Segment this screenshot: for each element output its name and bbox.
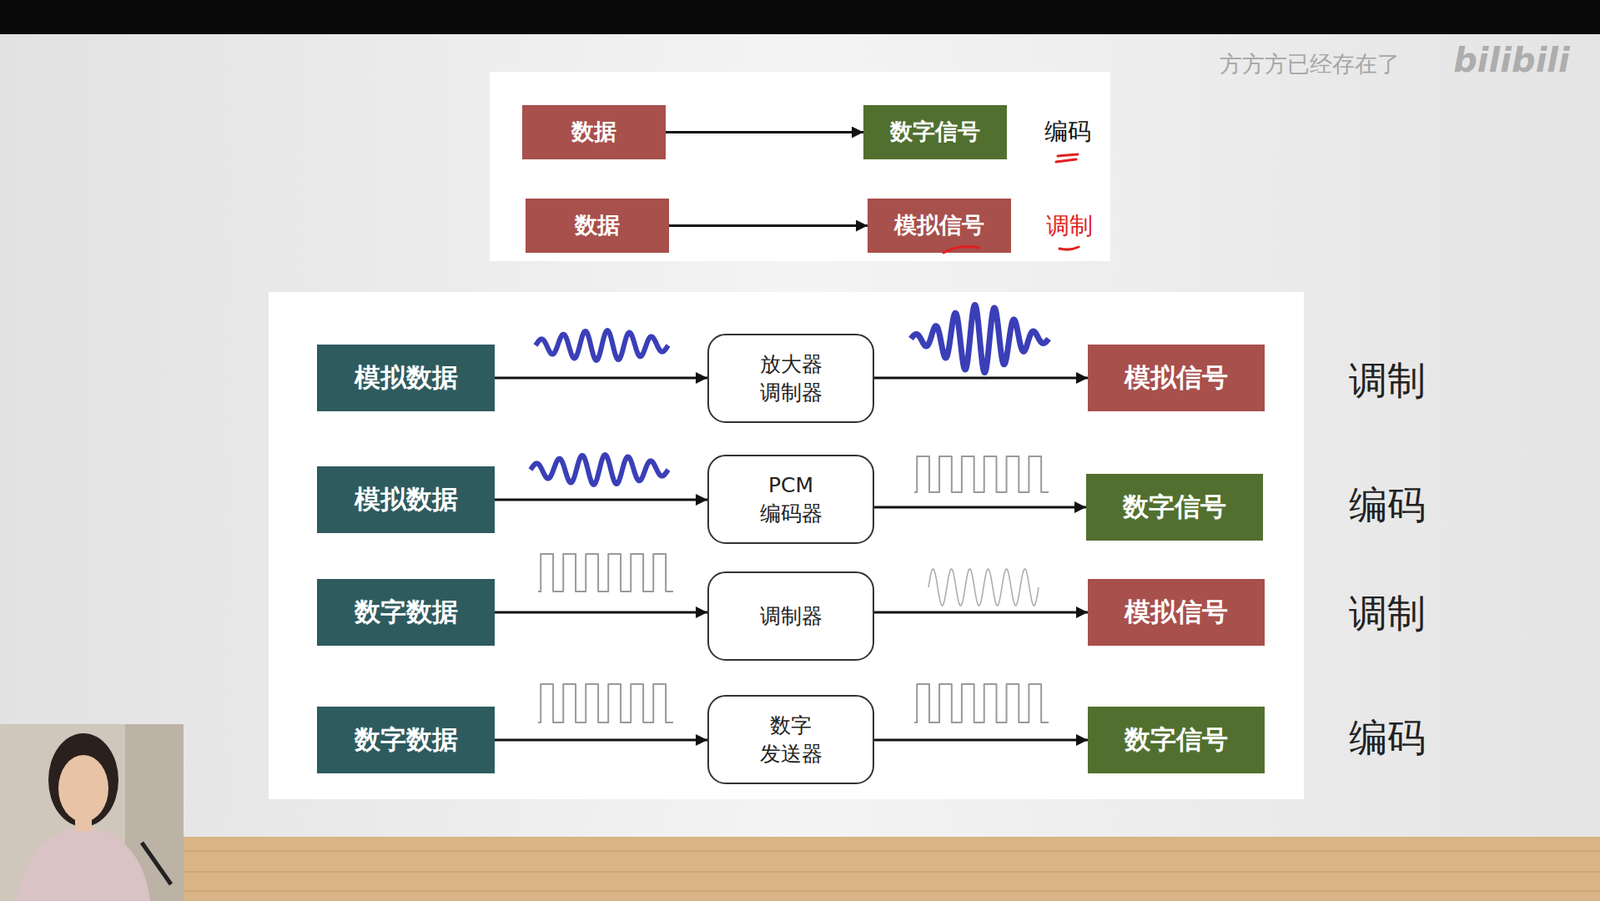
square-wave xyxy=(914,456,1049,493)
arrow-connector xyxy=(874,611,1088,614)
node-label: 模拟数据 xyxy=(354,483,458,515)
square-wave xyxy=(914,684,1049,723)
method-label: 编码 xyxy=(1348,712,1426,765)
signal-box: 数字信号 xyxy=(863,105,1007,160)
arrow-connector xyxy=(874,377,1088,380)
signal-box: 模拟数据 xyxy=(316,466,495,534)
method-label: 编码 xyxy=(1044,115,1092,148)
signal-box: 模拟信号 xyxy=(867,198,1012,253)
square-wave xyxy=(538,684,674,723)
signal-box: 数字数据 xyxy=(316,706,495,774)
arrow-connector xyxy=(494,377,708,380)
top-bar xyxy=(0,0,1600,35)
process-box: 数字 发送器 xyxy=(707,694,875,785)
carrier-wave xyxy=(928,568,1039,606)
node-label: 数字 发送器 xyxy=(753,711,829,769)
arrow-connector xyxy=(494,611,708,614)
arrow-connector xyxy=(665,130,864,134)
node-label: 数字信号 xyxy=(1124,724,1228,755)
method-label: 调制 xyxy=(1348,588,1426,640)
node-label: PCM 编码器 xyxy=(753,471,829,529)
main-panel xyxy=(268,291,1304,800)
process-box: 放大器 调制器 xyxy=(707,333,875,423)
analog-wave xyxy=(530,454,669,485)
node-label: 数据 xyxy=(571,118,617,146)
arrow-connector xyxy=(669,224,868,227)
arrow-connector xyxy=(874,739,1088,742)
node-label: 模拟信号 xyxy=(894,211,985,239)
watermark: 方方方已经存在了 xyxy=(1219,49,1400,80)
signal-box: 数字信号 xyxy=(1087,706,1265,774)
analog-wave xyxy=(535,330,669,361)
node-label: 模拟信号 xyxy=(1124,596,1228,628)
node-label: 调制器 xyxy=(759,602,823,631)
process-box: PCM 编码器 xyxy=(707,454,875,544)
signal-box: 数据 xyxy=(525,198,670,253)
node-label: 数字数据 xyxy=(354,724,458,755)
node-label: 数字信号 xyxy=(890,118,981,146)
floor xyxy=(0,836,1600,901)
node-label: 模拟数据 xyxy=(354,362,458,393)
top-panel xyxy=(489,71,1111,262)
arrow-connector xyxy=(494,739,708,742)
signal-box: 数据 xyxy=(522,105,666,160)
arrow-connector xyxy=(494,498,708,502)
waveforms xyxy=(530,305,1049,723)
node-label: 数字信号 xyxy=(1122,491,1227,523)
node-label: 数字数据 xyxy=(354,596,458,628)
watermark: bilibili xyxy=(1453,40,1570,80)
node-label: 模拟信号 xyxy=(1124,362,1228,393)
signal-box: 模拟信号 xyxy=(1087,344,1265,412)
method-label: 调制 xyxy=(1046,210,1093,242)
node-label: 数据 xyxy=(574,211,620,239)
signal-box: 模拟数据 xyxy=(316,344,495,412)
signal-box: 模拟信号 xyxy=(1087,578,1265,646)
process-box: 调制器 xyxy=(707,571,875,661)
red-mark xyxy=(943,246,980,253)
signal-box: 数字数据 xyxy=(316,578,495,646)
node-label: 放大器 调制器 xyxy=(753,350,829,408)
square-wave xyxy=(538,553,674,592)
signal-box: 数字信号 xyxy=(1086,473,1263,541)
webcam-inset xyxy=(0,724,184,901)
method-label: 调制 xyxy=(1348,355,1426,408)
arrow-connector xyxy=(874,506,1087,509)
method-label: 编码 xyxy=(1348,479,1426,532)
amplified-wave xyxy=(910,305,1049,373)
